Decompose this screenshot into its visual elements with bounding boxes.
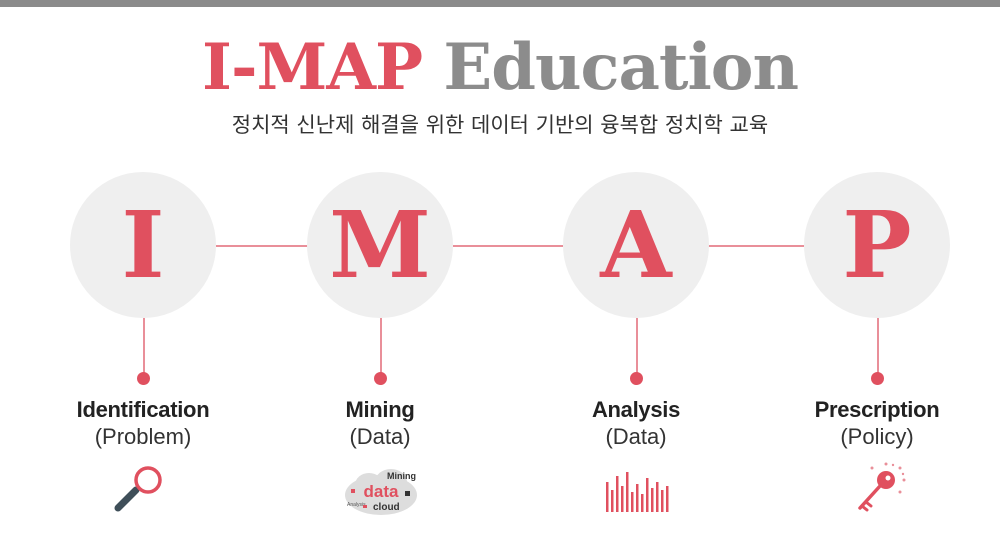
step-circle-a: A bbox=[563, 172, 709, 318]
connector-line-3 bbox=[708, 245, 804, 247]
step-title: Analysis bbox=[591, 397, 681, 422]
step-circle-i: I bbox=[70, 172, 216, 318]
step-label-m: Mining (Data) bbox=[270, 396, 490, 450]
page-title: I-MAP Education bbox=[0, 28, 1000, 108]
step-dot-i bbox=[137, 372, 150, 385]
step-letter: M bbox=[329, 191, 431, 299]
step-title: Prescription bbox=[814, 397, 940, 422]
cloud-word-mining: Mining bbox=[387, 471, 416, 481]
connector-line-2 bbox=[453, 245, 563, 247]
step-subtitle: (Policy) bbox=[840, 424, 914, 449]
step-label-i: Identification (Problem) bbox=[33, 396, 253, 450]
step-label-p: Prescription (Policy) bbox=[767, 396, 987, 450]
step-connector-p bbox=[877, 318, 879, 376]
step-circle-p: P bbox=[804, 172, 950, 318]
step-label-a: Analysis (Data) bbox=[526, 396, 746, 450]
step-subtitle: (Problem) bbox=[94, 424, 192, 449]
step-circle-m: M bbox=[307, 172, 453, 318]
magnifier-icon bbox=[112, 462, 172, 518]
step-dot-a bbox=[630, 372, 643, 385]
step-subtitle: (Data) bbox=[605, 424, 667, 449]
title-imap: I-MAP bbox=[202, 30, 423, 105]
page-subtitle: 정치적 신난제 해결을 위한 데이터 기반의 융복합 정치학 교육 bbox=[231, 113, 769, 137]
key-icon bbox=[850, 460, 910, 520]
title-education: Education bbox=[443, 30, 799, 105]
cloud-word-data: data bbox=[364, 482, 400, 501]
step-letter: P bbox=[842, 191, 912, 299]
cloud-word-analysis: Analysis bbox=[347, 502, 366, 508]
step-letter: I bbox=[121, 191, 165, 299]
step-dot-p bbox=[871, 372, 884, 385]
step-subtitle: (Data) bbox=[349, 424, 411, 449]
top-border-bar bbox=[0, 0, 1000, 7]
step-title: Identification bbox=[76, 397, 210, 422]
step-letter: A bbox=[600, 191, 672, 299]
step-title: Mining bbox=[345, 397, 415, 422]
data-mining-cloud-icon: Mining data Analysis cloud bbox=[343, 465, 419, 521]
cloud-word-cloud: cloud bbox=[373, 502, 400, 513]
bar-chart-icon bbox=[604, 470, 674, 518]
connector-line-1 bbox=[216, 245, 308, 247]
step-connector-a bbox=[636, 318, 638, 376]
step-connector-i bbox=[143, 318, 145, 376]
step-connector-m bbox=[380, 318, 382, 376]
step-dot-m bbox=[374, 372, 387, 385]
